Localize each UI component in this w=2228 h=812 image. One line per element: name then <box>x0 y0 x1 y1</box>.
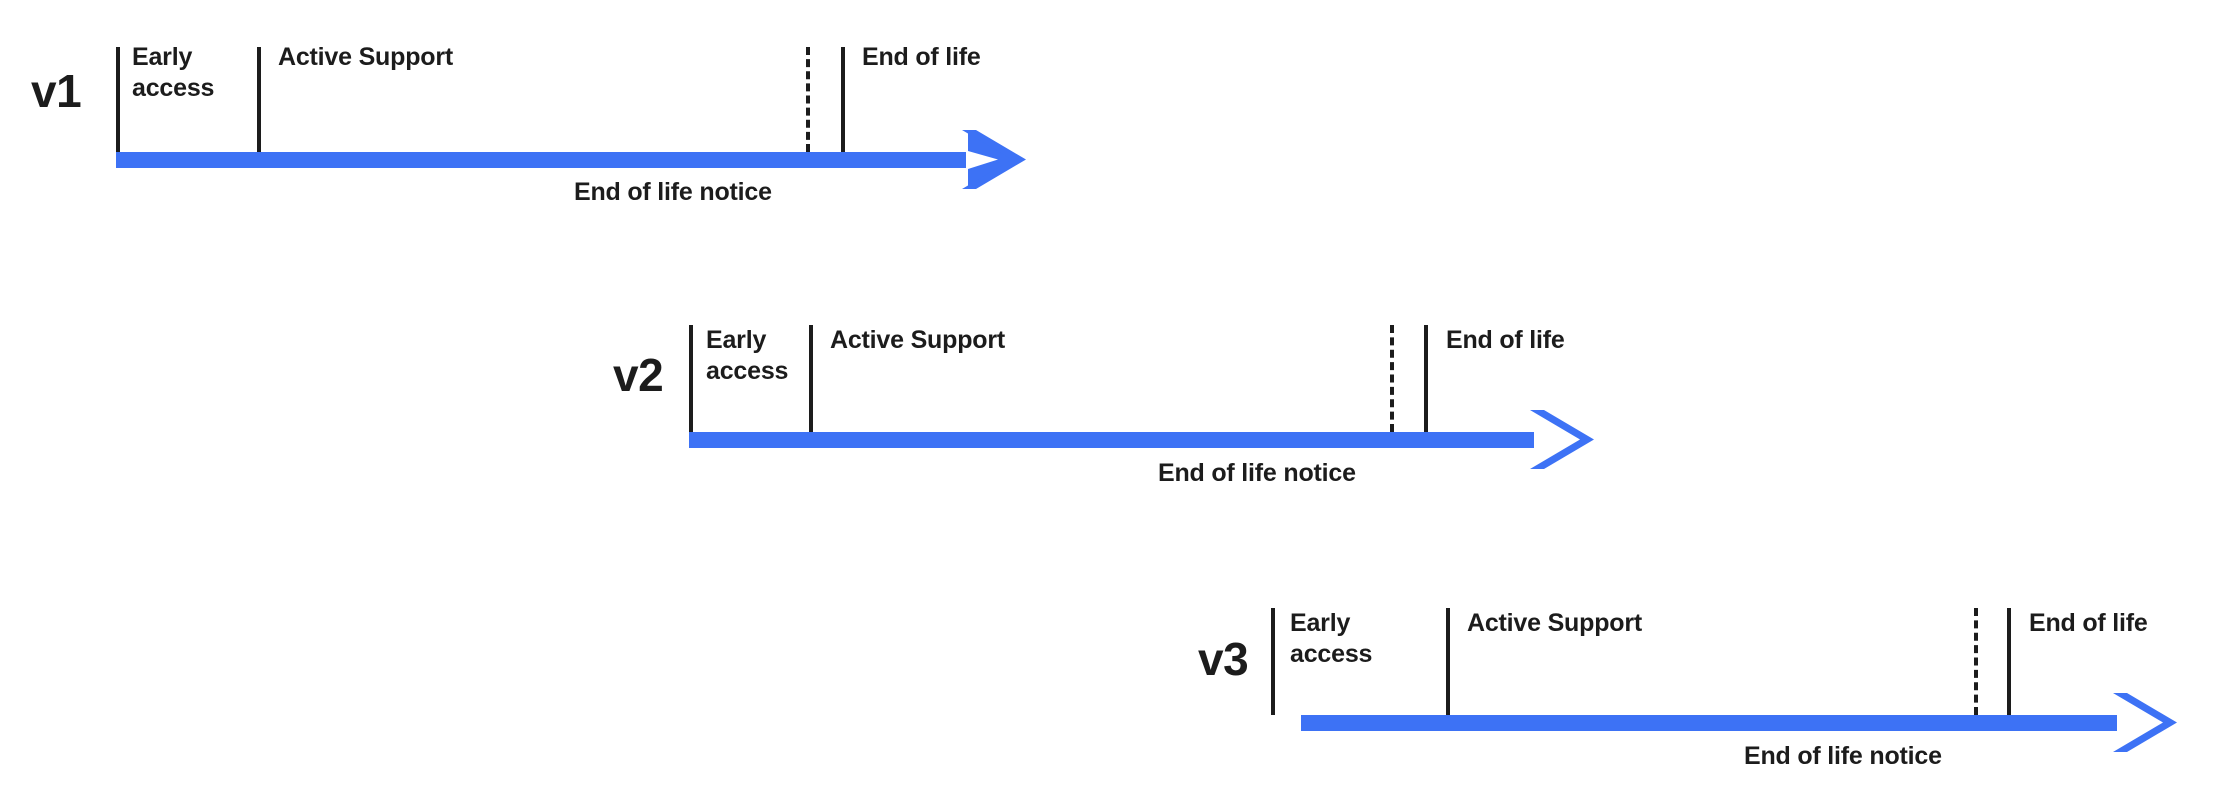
end-of-life-notice-label-v2: End of life notice <box>1158 459 1356 487</box>
early-access-label-v3: Early access <box>1290 609 1373 668</box>
timeline-bar-v2 <box>689 432 1534 448</box>
end-of-life-notice-tick-v1 <box>806 47 810 152</box>
early-access-start-tick-v2 <box>689 325 693 432</box>
end-of-life-notice-label-v3: End of life notice <box>1744 742 1942 770</box>
version-label-v2: v2 <box>613 349 664 401</box>
end-of-life-start-tick-v2 <box>1424 325 1428 432</box>
end-of-life-label-v3: End of life <box>2029 609 2148 637</box>
active-support-start-tick-v2 <box>809 325 813 432</box>
timeline-arrow-head-icon-v1 <box>962 130 1026 189</box>
active-support-label-v1: Active Support <box>278 43 453 71</box>
early-access-start-tick-v1 <box>116 47 120 152</box>
active-support-label-v3: Active Support <box>1467 609 1642 637</box>
end-of-life-notice-label-v1: End of life notice <box>574 178 772 206</box>
end-of-life-start-tick-v1 <box>841 47 845 152</box>
timeline-bar-v1 <box>116 152 966 168</box>
version-label-v1: v1 <box>31 65 82 117</box>
timeline-bar-v3 <box>1301 715 2117 731</box>
end-of-life-notice-tick-v2 <box>1390 325 1394 432</box>
end-of-life-label-v2: End of life <box>1446 326 1565 354</box>
end-of-life-notice-tick-v3 <box>1974 608 1978 715</box>
end-of-life-start-tick-v3 <box>2007 608 2011 715</box>
timeline-arrow-head-icon-v2 <box>1530 410 1594 469</box>
early-access-start-tick-v3 <box>1271 608 1275 715</box>
version-label-v3: v3 <box>1198 633 1249 685</box>
active-support-start-tick-v1 <box>257 47 261 152</box>
end-of-life-label-v1: End of life <box>862 43 981 71</box>
early-access-label-v1: Early access <box>132 43 215 102</box>
active-support-label-v2: Active Support <box>830 326 1005 354</box>
timeline-arrow-head-icon-v3 <box>2113 693 2177 752</box>
active-support-start-tick-v3 <box>1446 608 1450 715</box>
early-access-label-v2: Early access <box>706 326 789 385</box>
